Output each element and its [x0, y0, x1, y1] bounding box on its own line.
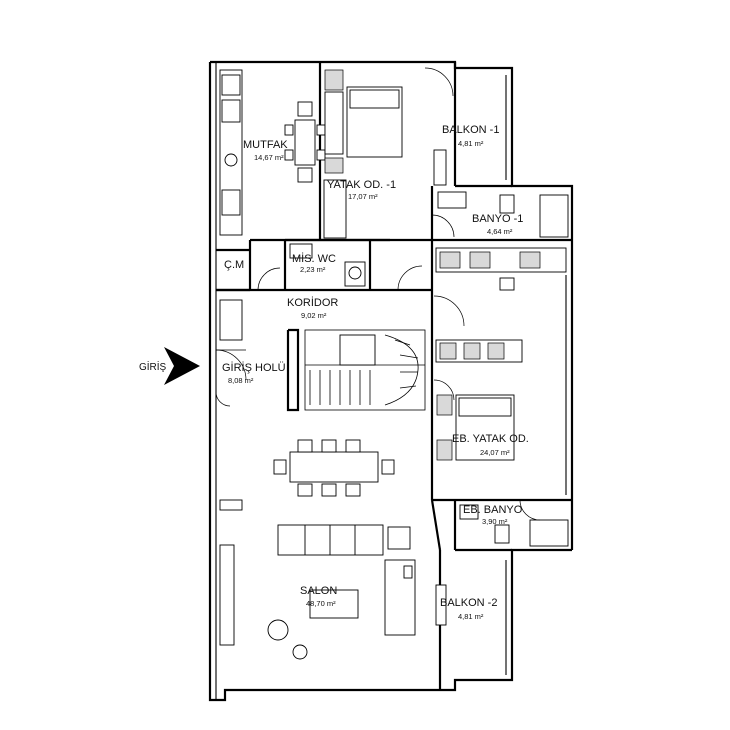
balcony-doors: [435, 75, 507, 675]
kitchen-furniture: [219, 69, 326, 236]
svg-text:4,81 m²: 4,81 m²: [458, 612, 484, 621]
room-label-girisholu: GİRİŞ HOLÜ 8,08 m²: [222, 361, 286, 385]
svg-text:MUTFAK: MUTFAK: [243, 139, 288, 151]
svg-text:8,08 m²: 8,08 m²: [228, 376, 254, 385]
entry-label: GİRİŞ: [139, 360, 167, 373]
svg-text:BANYO -1: BANYO -1: [472, 213, 523, 225]
room-label-salon: SALON 48,70 m²: [300, 585, 337, 608]
room-label-miswc: MİS. WC 2,23 m²: [292, 252, 336, 274]
room-label-mutfak: MUTFAK 14,67 m²: [243, 139, 288, 162]
svg-text:BALKON -2: BALKON -2: [440, 597, 497, 609]
room-label-ebbanyo: EB. BANYO 3,90 m²: [463, 504, 523, 526]
room-label-yatak1: YATAK OD. -1 17,07 m²: [327, 179, 396, 201]
room-label-ebyatak: EB. YATAK OD. 24,07 m²: [452, 433, 529, 457]
svg-text:2,23 m²: 2,23 m²: [300, 265, 326, 274]
room-label-balkon2: BALKON -2 4,81 m²: [440, 597, 497, 621]
room-label-cm: Ç.M: [224, 259, 244, 271]
room-label-banyo1: BANYO -1 4,64 m²: [472, 213, 523, 236]
bedroom1-furniture: [323, 67, 454, 239]
entry-door: [215, 299, 247, 407]
svg-text:17,07 m²: 17,07 m²: [348, 192, 378, 201]
entry-arrow: [164, 347, 200, 385]
svg-text:24,07 m²: 24,07 m²: [480, 448, 510, 457]
ebbanyo-fixtures: [459, 499, 569, 547]
svg-text:3,90 m²: 3,90 m²: [482, 517, 508, 526]
svg-text:48,70 m²: 48,70 m²: [306, 599, 336, 608]
svg-text:SALON: SALON: [300, 585, 337, 597]
svg-text:EB. YATAK OD.: EB. YATAK OD.: [452, 433, 529, 445]
svg-text:BALKON -1: BALKON -1: [442, 124, 499, 136]
svg-text:EB. BANYO: EB. BANYO: [463, 504, 523, 516]
master-bedroom-furniture: [433, 247, 567, 495]
svg-text:YATAK OD. -1: YATAK OD. -1: [327, 179, 396, 191]
svg-text:4,81 m²: 4,81 m²: [458, 139, 484, 148]
svg-text:4,64 m²: 4,64 m²: [487, 227, 513, 236]
room-label-koridor: KORİDOR 9,02 m²: [287, 296, 338, 320]
room-label-balkon1: BALKON -1 4,81 m²: [442, 124, 499, 148]
svg-text:Ç.M: Ç.M: [224, 259, 244, 271]
banyo1-fixtures: [431, 191, 569, 238]
svg-text:GİRİŞ HOLÜ: GİRİŞ HOLÜ: [222, 361, 286, 374]
wc-fixtures: [257, 243, 423, 291]
dining-table: [273, 439, 395, 497]
svg-text:MİS. WC: MİS. WC: [292, 252, 336, 265]
staircase: [304, 329, 426, 411]
sofa-set: [219, 499, 416, 660]
svg-text:9,02 m²: 9,02 m²: [301, 311, 327, 320]
svg-text:14,67 m²: 14,67 m²: [254, 153, 284, 162]
svg-text:KORİDOR: KORİDOR: [287, 296, 338, 309]
